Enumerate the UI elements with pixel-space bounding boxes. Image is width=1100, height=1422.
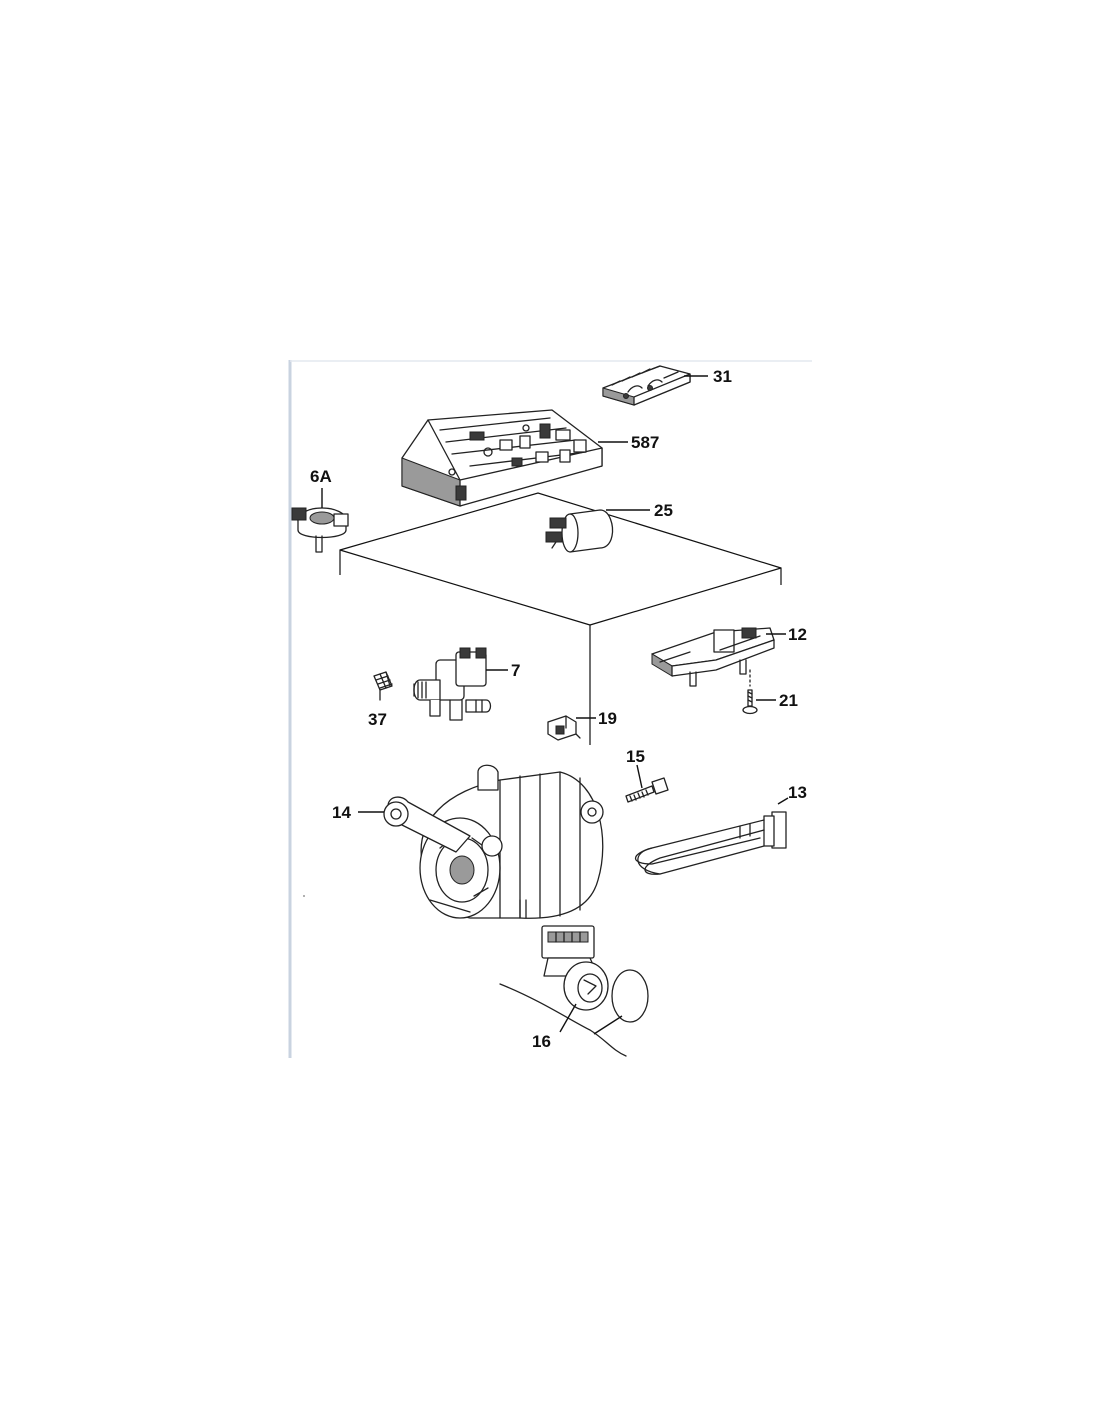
part-587-illustration — [401, 409, 603, 507]
part-12-illustration — [651, 627, 775, 687]
leader-13 — [777, 797, 789, 805]
callout-12: 12 — [788, 625, 807, 644]
part-21-illustration — [742, 669, 758, 715]
callout-37: 37 — [368, 710, 387, 729]
callout-14: 14 — [332, 803, 351, 822]
part-19-illustration — [547, 715, 581, 741]
part-13-illustration — [634, 811, 787, 875]
assembly-frame — [339, 492, 782, 745]
callout-587: 587 — [631, 433, 659, 452]
leader-16b — [593, 1015, 623, 1035]
callout-25: 25 — [654, 501, 673, 520]
part-6A-illustration — [291, 507, 349, 553]
panel-border — [288, 360, 812, 1058]
part-25-illustration — [545, 509, 614, 553]
leader-16a — [559, 1003, 577, 1033]
callout-16: 16 — [532, 1032, 551, 1051]
callout-13: 13 — [788, 783, 807, 802]
part-16-illustration — [499, 925, 649, 1057]
part-7-illustration — [413, 647, 492, 721]
callout-7: 7 — [511, 661, 520, 680]
callout-6A: 6A — [310, 467, 332, 486]
part-37-illustration — [373, 671, 393, 701]
stray-mark — [303, 895, 305, 897]
part-31-illustration — [602, 365, 691, 406]
leader-15 — [636, 764, 643, 789]
part-14-illustration — [383, 764, 604, 919]
callout-19: 19 — [598, 709, 617, 728]
callout-15: 15 — [626, 747, 645, 766]
callout-21: 21 — [779, 691, 798, 710]
part-15-illustration — [625, 777, 669, 803]
callout-31: 31 — [713, 367, 732, 386]
